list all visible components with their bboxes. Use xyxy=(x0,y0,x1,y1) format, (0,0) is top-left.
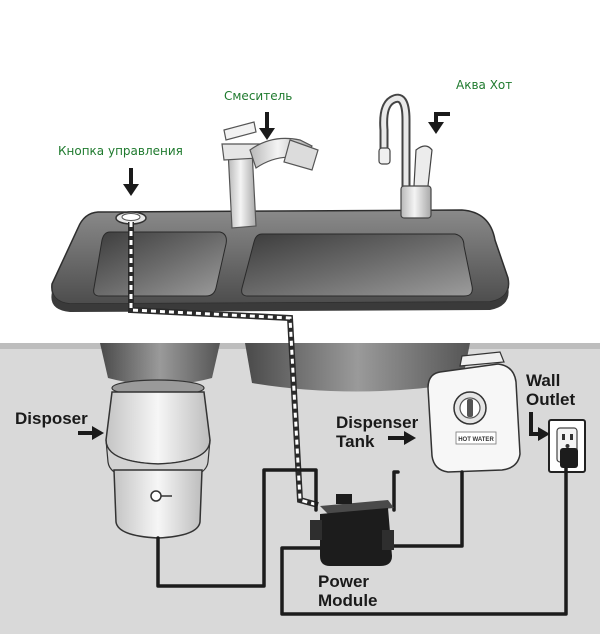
label-dispenser-tank-line1: Dispenser xyxy=(336,413,419,432)
arrow-right-icon xyxy=(78,426,104,440)
faucet-icon xyxy=(221,121,319,229)
sink-bowls-underside xyxy=(100,343,470,392)
power-cables xyxy=(156,466,568,616)
hot-water-tap-icon xyxy=(378,93,433,219)
arrow-down-icon xyxy=(123,168,139,196)
label-wall-outlet-line2: Outlet xyxy=(526,389,576,409)
label-power-module: Power Module xyxy=(318,572,378,610)
bent-arrow-icon xyxy=(529,412,550,441)
arrow-right-icon xyxy=(388,431,416,445)
power-plug-icon xyxy=(560,448,578,468)
control-button-icon xyxy=(115,211,147,225)
air-line xyxy=(128,222,319,508)
label-wall-outlet: Wall Outlet xyxy=(526,371,576,409)
label-dispenser-tank-line2: Tank xyxy=(336,431,375,451)
label-dispenser-tank: Dispenser Tank xyxy=(336,413,419,451)
dispenser-tank: HOT WATER xyxy=(427,351,521,473)
label-wall-outlet-line1: Wall xyxy=(526,371,561,390)
tank-badge: HOT WATER xyxy=(458,437,494,443)
label-power-module-line1: Power xyxy=(318,572,370,591)
sink-countertop xyxy=(51,209,510,312)
label-control-button: Кнопка управления xyxy=(58,144,183,158)
arrow-down-icon xyxy=(259,112,275,140)
label-faucet: Смеситель xyxy=(224,89,293,103)
label-aqua-hot: Аква Хот xyxy=(456,78,513,92)
power-module xyxy=(310,494,394,566)
label-power-module-line2: Module xyxy=(318,590,378,610)
bent-arrow-icon xyxy=(428,112,450,134)
label-disposer: Disposer xyxy=(15,409,88,428)
disposer-unit xyxy=(105,379,211,539)
